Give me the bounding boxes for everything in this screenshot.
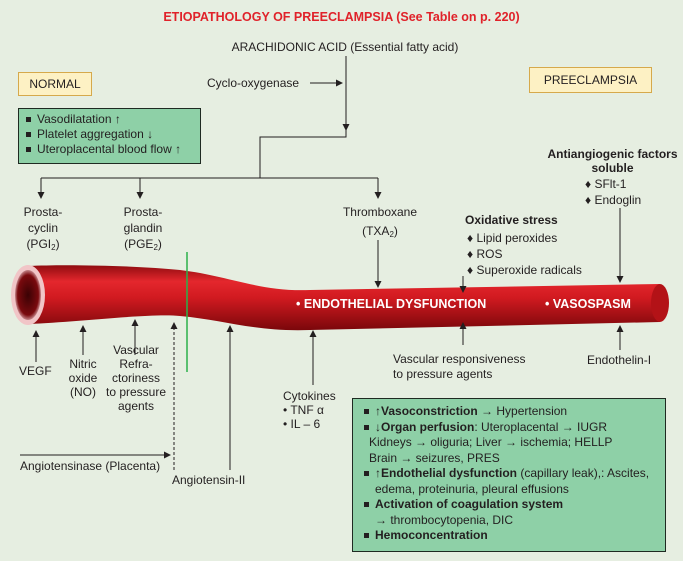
angiotensin-ii-label: Angiotensin-II bbox=[172, 473, 246, 487]
diagram-title: ETIOPATHOLOGY OF PREECLAMPSIA (See Table… bbox=[163, 10, 520, 24]
cox-pathway-lines bbox=[37, 56, 382, 199]
antiangiogenic-list: ♦ SFlt-1 ♦ Endoglin bbox=[585, 177, 642, 207]
normal-effect-item: Vasodilatation ↑ bbox=[25, 112, 194, 127]
effect-brain: Brain → seizures, PRES bbox=[369, 450, 500, 465]
normal-label: NORMAL bbox=[18, 72, 92, 96]
vegf-label: VEGF bbox=[19, 364, 52, 378]
angiotensinase-label: Angiotensinase (Placenta) bbox=[20, 459, 161, 473]
prostaglandin-label: Prosta-glandin (PGE2) bbox=[123, 205, 163, 252]
blood-vessel bbox=[11, 265, 669, 331]
arachidonic-acid-label: ARACHIDONIC ACID (Essential fatty acid) bbox=[231, 40, 459, 54]
cyclooxygenase-label: Cyclo-oxygenase bbox=[207, 76, 300, 90]
normal-effect-item: Uteroplacental blood flow ↑ bbox=[25, 142, 194, 157]
normal-effects-box: Vasodilatation ↑ Platelet aggregation ↓ … bbox=[18, 108, 201, 164]
effect-edema: edema, proteinuria, pleural effusions bbox=[375, 481, 569, 496]
preeclampsia-label: PREECLAMPSIA bbox=[529, 67, 652, 93]
effect-thrombocytopenia: → thrombocytopenia, DIC bbox=[375, 512, 514, 527]
vasospasm-label: • VASOSPASM bbox=[545, 297, 631, 311]
prostacyclin-label: Prosta-cyclin (PGI2) bbox=[23, 205, 63, 252]
effect-kidneys: Kidneys → oliguria; Liver → ischemia; HE… bbox=[369, 435, 613, 449]
clinical-effects-box: ↑Vasoconstriction → Hypertension ↓Organ … bbox=[352, 398, 666, 552]
effect-endothelial: ↑Endothelial dysfunction (capillary leak… bbox=[363, 466, 659, 482]
vessel-arrows bbox=[20, 208, 624, 470]
effect-organ-perfusion: ↓Organ perfusion: Uteroplacental → IUGR bbox=[363, 420, 659, 436]
oxidative-stress-list: ♦ Lipid peroxides ♦ ROS ♦ Superoxide rad… bbox=[467, 231, 582, 277]
thromboxane-label: Thromboxane (TXA2) bbox=[342, 205, 418, 239]
effect-hemoconcentration: Hemoconcentration bbox=[363, 528, 659, 544]
effect-vasoconstriction: ↑Vasoconstriction → Hypertension bbox=[363, 404, 659, 420]
normal-effect-item: Platelet aggregation ↓ bbox=[25, 127, 194, 142]
endothelial-dysfunction-label: • ENDOTHELIAL DYSFUNCTION bbox=[296, 297, 487, 311]
cytokines-label: Cytokines • TNF α • IL – 6 bbox=[283, 389, 336, 431]
oxidative-stress-title: Oxidative stress bbox=[465, 213, 558, 227]
effect-coagulation: Activation of coagulation system bbox=[363, 497, 659, 513]
endothelin-label: Endothelin-I bbox=[587, 353, 652, 367]
